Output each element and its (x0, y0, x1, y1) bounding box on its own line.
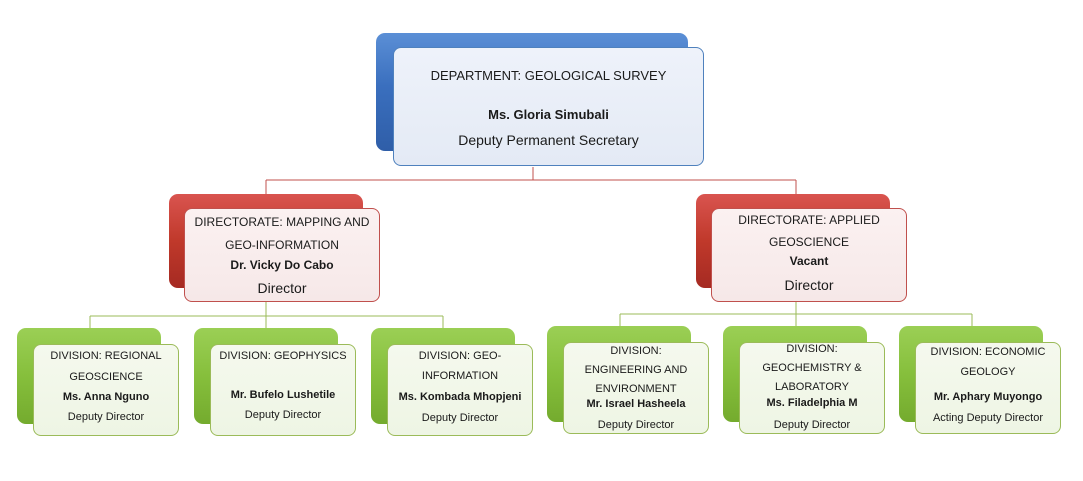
division-box: DIVISION: REGIONAL GEOSCIENCE Ms. Anna N… (33, 344, 179, 436)
division-title-line1: DIVISION: REGIONAL (50, 350, 162, 362)
division-head-role: Deputy Director (597, 419, 675, 431)
directorate-head-name: Dr. Vicky Do Cabo (230, 258, 334, 272)
division-head-name: Mr. Israel Hasheela (586, 398, 686, 410)
division-head-name: Mr. Bufelo Lushetile (230, 389, 336, 401)
directorate-box: DIRECTORATE: APPLIED GEOSCIENCE Vacant D… (711, 208, 907, 302)
division-title-line3: ENVIRONMENT (595, 383, 677, 395)
department-box: DEPARTMENT: GEOLOGICAL SURVEY Ms. Gloria… (393, 47, 704, 166)
directorate-box: DIRECTORATE: MAPPING AND GEO-INFORMATION… (184, 208, 380, 302)
division-title-line2: INFORMATION (421, 370, 499, 382)
directorate-head-name: Vacant (789, 254, 829, 268)
division-head-name: Ms. Kombada Mhopjeni (398, 391, 522, 403)
division-title-line2: ENGINEERING AND (584, 364, 688, 376)
division-head-role: Deputy Director (67, 411, 145, 423)
department-head-role: Deputy Permanent Secretary (458, 132, 639, 148)
division-head-role: Deputy Director (773, 419, 851, 431)
division-head-role: Acting Deputy Director (932, 412, 1044, 424)
division-title-line2: GEOCHEMISTRY & (762, 362, 862, 374)
department-title: DEPARTMENT: GEOLOGICAL SURVEY (430, 68, 667, 83)
division-head-name: Ms. Anna Nguno (62, 391, 150, 403)
directorate-title-line2: GEO-INFORMATION (225, 238, 339, 252)
division-box: DIVISION: GEOCHEMISTRY & LABORATORY Ms. … (739, 342, 885, 434)
division-title-line3: LABORATORY (775, 381, 849, 393)
division-head-role: Deputy Director (421, 412, 499, 424)
directorate-title-line2: GEOSCIENCE (768, 235, 849, 249)
division-head-name: Mr. Aphary Muyongo (933, 391, 1043, 403)
division-title-line2: GEOLOGY (960, 366, 1016, 378)
division-title-line1: DIVISION: GEO- (418, 350, 502, 362)
directorate-head-role: Director (784, 277, 834, 293)
division-box: DIVISION: GEO- INFORMATION Ms. Kombada M… (387, 344, 533, 436)
directorate-title-line1: DIRECTORATE: APPLIED (738, 213, 880, 227)
division-title-line1: DIVISION: GEOPHYSICS (219, 350, 347, 362)
department-head-name: Ms. Gloria Simubali (488, 107, 609, 122)
division-box: DIVISION: ENGINEERING AND ENVIRONMENT Mr… (563, 342, 709, 434)
division-head-role: Deputy Director (244, 409, 322, 421)
division-title-line1: DIVISION: (786, 343, 838, 355)
division-title-line1: DIVISION: (610, 345, 662, 357)
division-box: DIVISION: ECONOMIC GEOLOGY Mr. Aphary Mu… (915, 342, 1061, 434)
directorate-title-line1: DIRECTORATE: MAPPING AND (194, 215, 370, 229)
division-title-line1: DIVISION: ECONOMIC (930, 346, 1046, 358)
division-title-line2: GEOSCIENCE (69, 371, 143, 383)
division-head-name: Ms. Filadelphia M (766, 397, 858, 409)
directorate-head-role: Director (257, 280, 307, 296)
division-box: DIVISION: GEOPHYSICS Mr. Bufelo Lushetil… (210, 344, 356, 436)
